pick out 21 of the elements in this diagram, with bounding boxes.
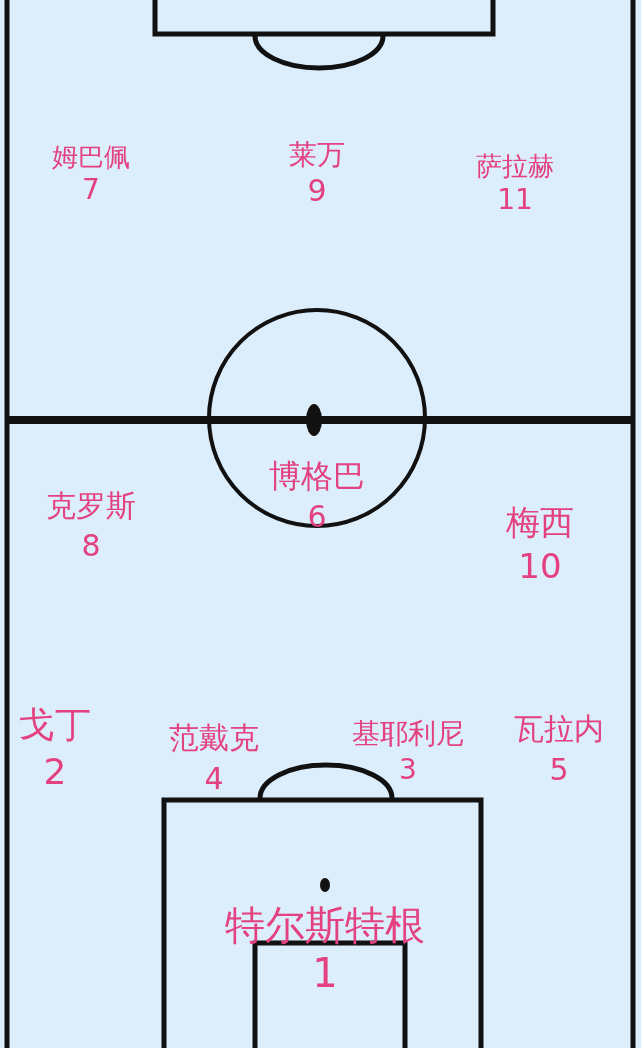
player-name: 莱万: [289, 141, 345, 169]
player-name: 瓦拉内: [514, 714, 604, 744]
player-name: 姆巴佩: [52, 144, 130, 170]
player-name: 萨拉赫: [476, 153, 554, 179]
jersey-number: 8: [81, 531, 101, 561]
jersey-number: 4: [204, 764, 224, 794]
jersey-number: 10: [518, 549, 562, 583]
player-name: 博格巴: [269, 460, 365, 492]
player-name: 戈丁: [19, 707, 91, 743]
player-name: 特尔斯特根: [225, 905, 425, 945]
player-name: 基耶利尼: [352, 720, 464, 748]
jersey-number: 11: [497, 186, 533, 214]
player-name: 梅西: [506, 505, 574, 539]
jersey-number: 9: [307, 176, 327, 206]
jersey-number: 7: [82, 176, 100, 204]
player-name: 克罗斯: [46, 491, 136, 521]
jersey-number: 3: [399, 756, 417, 784]
player-name: 范戴克: [169, 723, 259, 753]
jersey-number: 2: [43, 754, 67, 790]
jersey-number: 5: [549, 755, 569, 785]
jersey-number: 1: [312, 953, 338, 993]
